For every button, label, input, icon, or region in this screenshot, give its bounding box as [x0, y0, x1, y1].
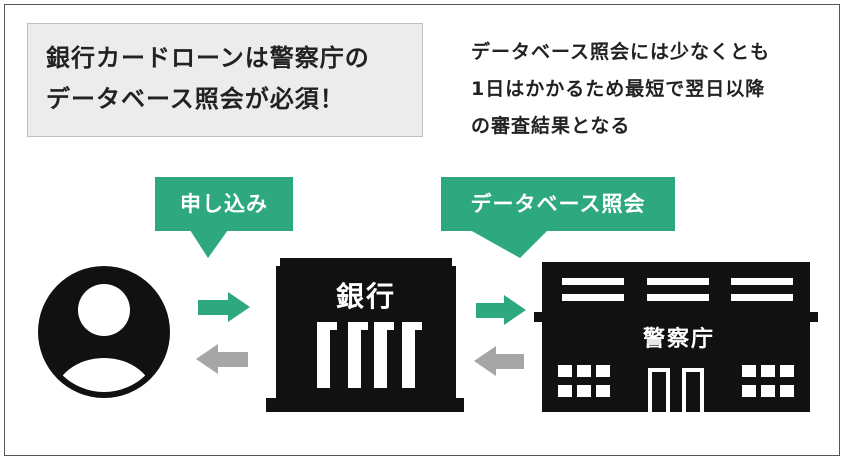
bank-building-icon	[266, 258, 464, 412]
note-line-2: 1日はかかるため最短で翌日以降	[471, 78, 766, 100]
arrow-left-gray-1	[196, 344, 248, 374]
db-query-bubble: データベース照会	[441, 177, 675, 231]
apply-bubble-tail	[190, 230, 228, 258]
title-line-2: データベース照会が必須！	[46, 85, 345, 113]
police-label: 警察庁	[642, 327, 715, 352]
note-line-1: データベース照会には少なくとも	[471, 41, 771, 63]
police-building-icon	[534, 262, 818, 412]
arrow-right-green-1	[198, 292, 250, 322]
arrow-left-gray-2	[474, 346, 524, 376]
person-icon	[38, 266, 170, 398]
db-bubble-tail	[470, 230, 548, 258]
apply-bubble: 申し込み	[155, 177, 293, 231]
note-text: データベース照会には少なくとも 1日はかかるため最短で翌日以降 の審査結果となる	[471, 34, 821, 145]
note-line-3: の審査結果となる	[471, 115, 631, 137]
title-box: 銀行カードローンは警察庁の データベース照会が必須！	[27, 23, 423, 137]
arrow-right-green-2	[476, 295, 526, 325]
title-line-1: 銀行カードローンは警察庁の	[46, 44, 370, 72]
bank-label: 銀行	[335, 280, 396, 313]
